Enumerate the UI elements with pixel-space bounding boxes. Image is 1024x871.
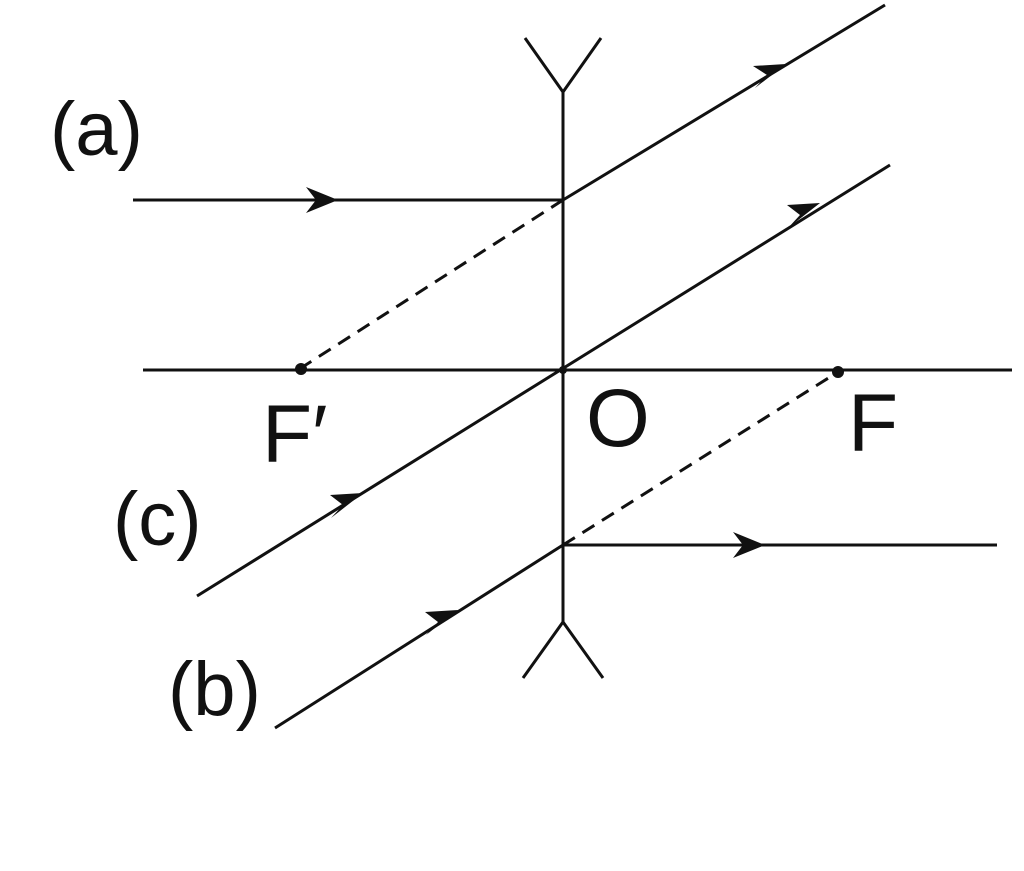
- ray-b-incident: [274, 543, 564, 730]
- ray-a-refracted-arrow: [753, 64, 786, 88]
- ray-b-refracted-arrow: [733, 532, 765, 558]
- focus-right-point: [832, 366, 844, 378]
- focus-left-label: F′: [262, 389, 327, 480]
- optical-center-point: [559, 366, 567, 374]
- focus-right-label: F: [848, 378, 898, 469]
- ray-a-refracted: [562, 3, 886, 202]
- lens-top-arrowhead: [523, 37, 603, 95]
- ray-b-label: (b): [168, 647, 261, 732]
- ray-c: [196, 163, 891, 598]
- ray-a-label: (a): [50, 87, 143, 172]
- ray-c-path: [196, 163, 891, 598]
- ray-b: [274, 370, 997, 730]
- ray-a: [133, 3, 886, 370]
- ray-c-incident-arrow: [330, 493, 363, 518]
- ray-a-incident-arrow: [306, 187, 338, 213]
- focus-left-point: [295, 363, 307, 375]
- ray-c-refracted-arrow: [787, 203, 820, 228]
- optical-center-label: O: [586, 373, 650, 464]
- ray-b-virtual-extension: [562, 370, 839, 547]
- ray-a-virtual-extension: [300, 198, 564, 370]
- concave-lens: [521, 37, 605, 679]
- ray-b-incident-arrow: [425, 610, 458, 635]
- lens-bottom-arrowhead: [521, 619, 605, 679]
- ray-c-label: (c): [113, 477, 202, 562]
